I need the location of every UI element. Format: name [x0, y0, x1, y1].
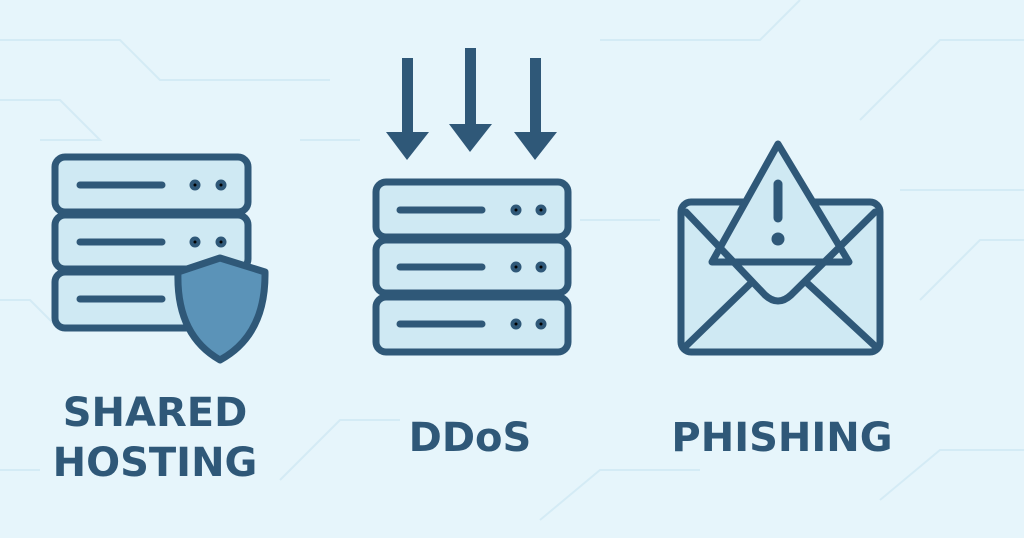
envelope-warning-icon: [677, 140, 884, 356]
label-shared-hosting: SHARED HOSTING: [25, 388, 285, 488]
circuit-background: [0, 0, 1024, 521]
server-arrows-icon: [372, 178, 572, 356]
down-arrow-icons: [386, 48, 557, 160]
server-shield-icon: [51, 153, 269, 364]
shield-icon: [174, 254, 269, 364]
label-phishing: PHISHING: [671, 415, 893, 461]
label-ddos: DDoS: [408, 415, 532, 461]
label-line: SHARED: [62, 390, 248, 436]
label-line: HOSTING: [52, 440, 258, 486]
